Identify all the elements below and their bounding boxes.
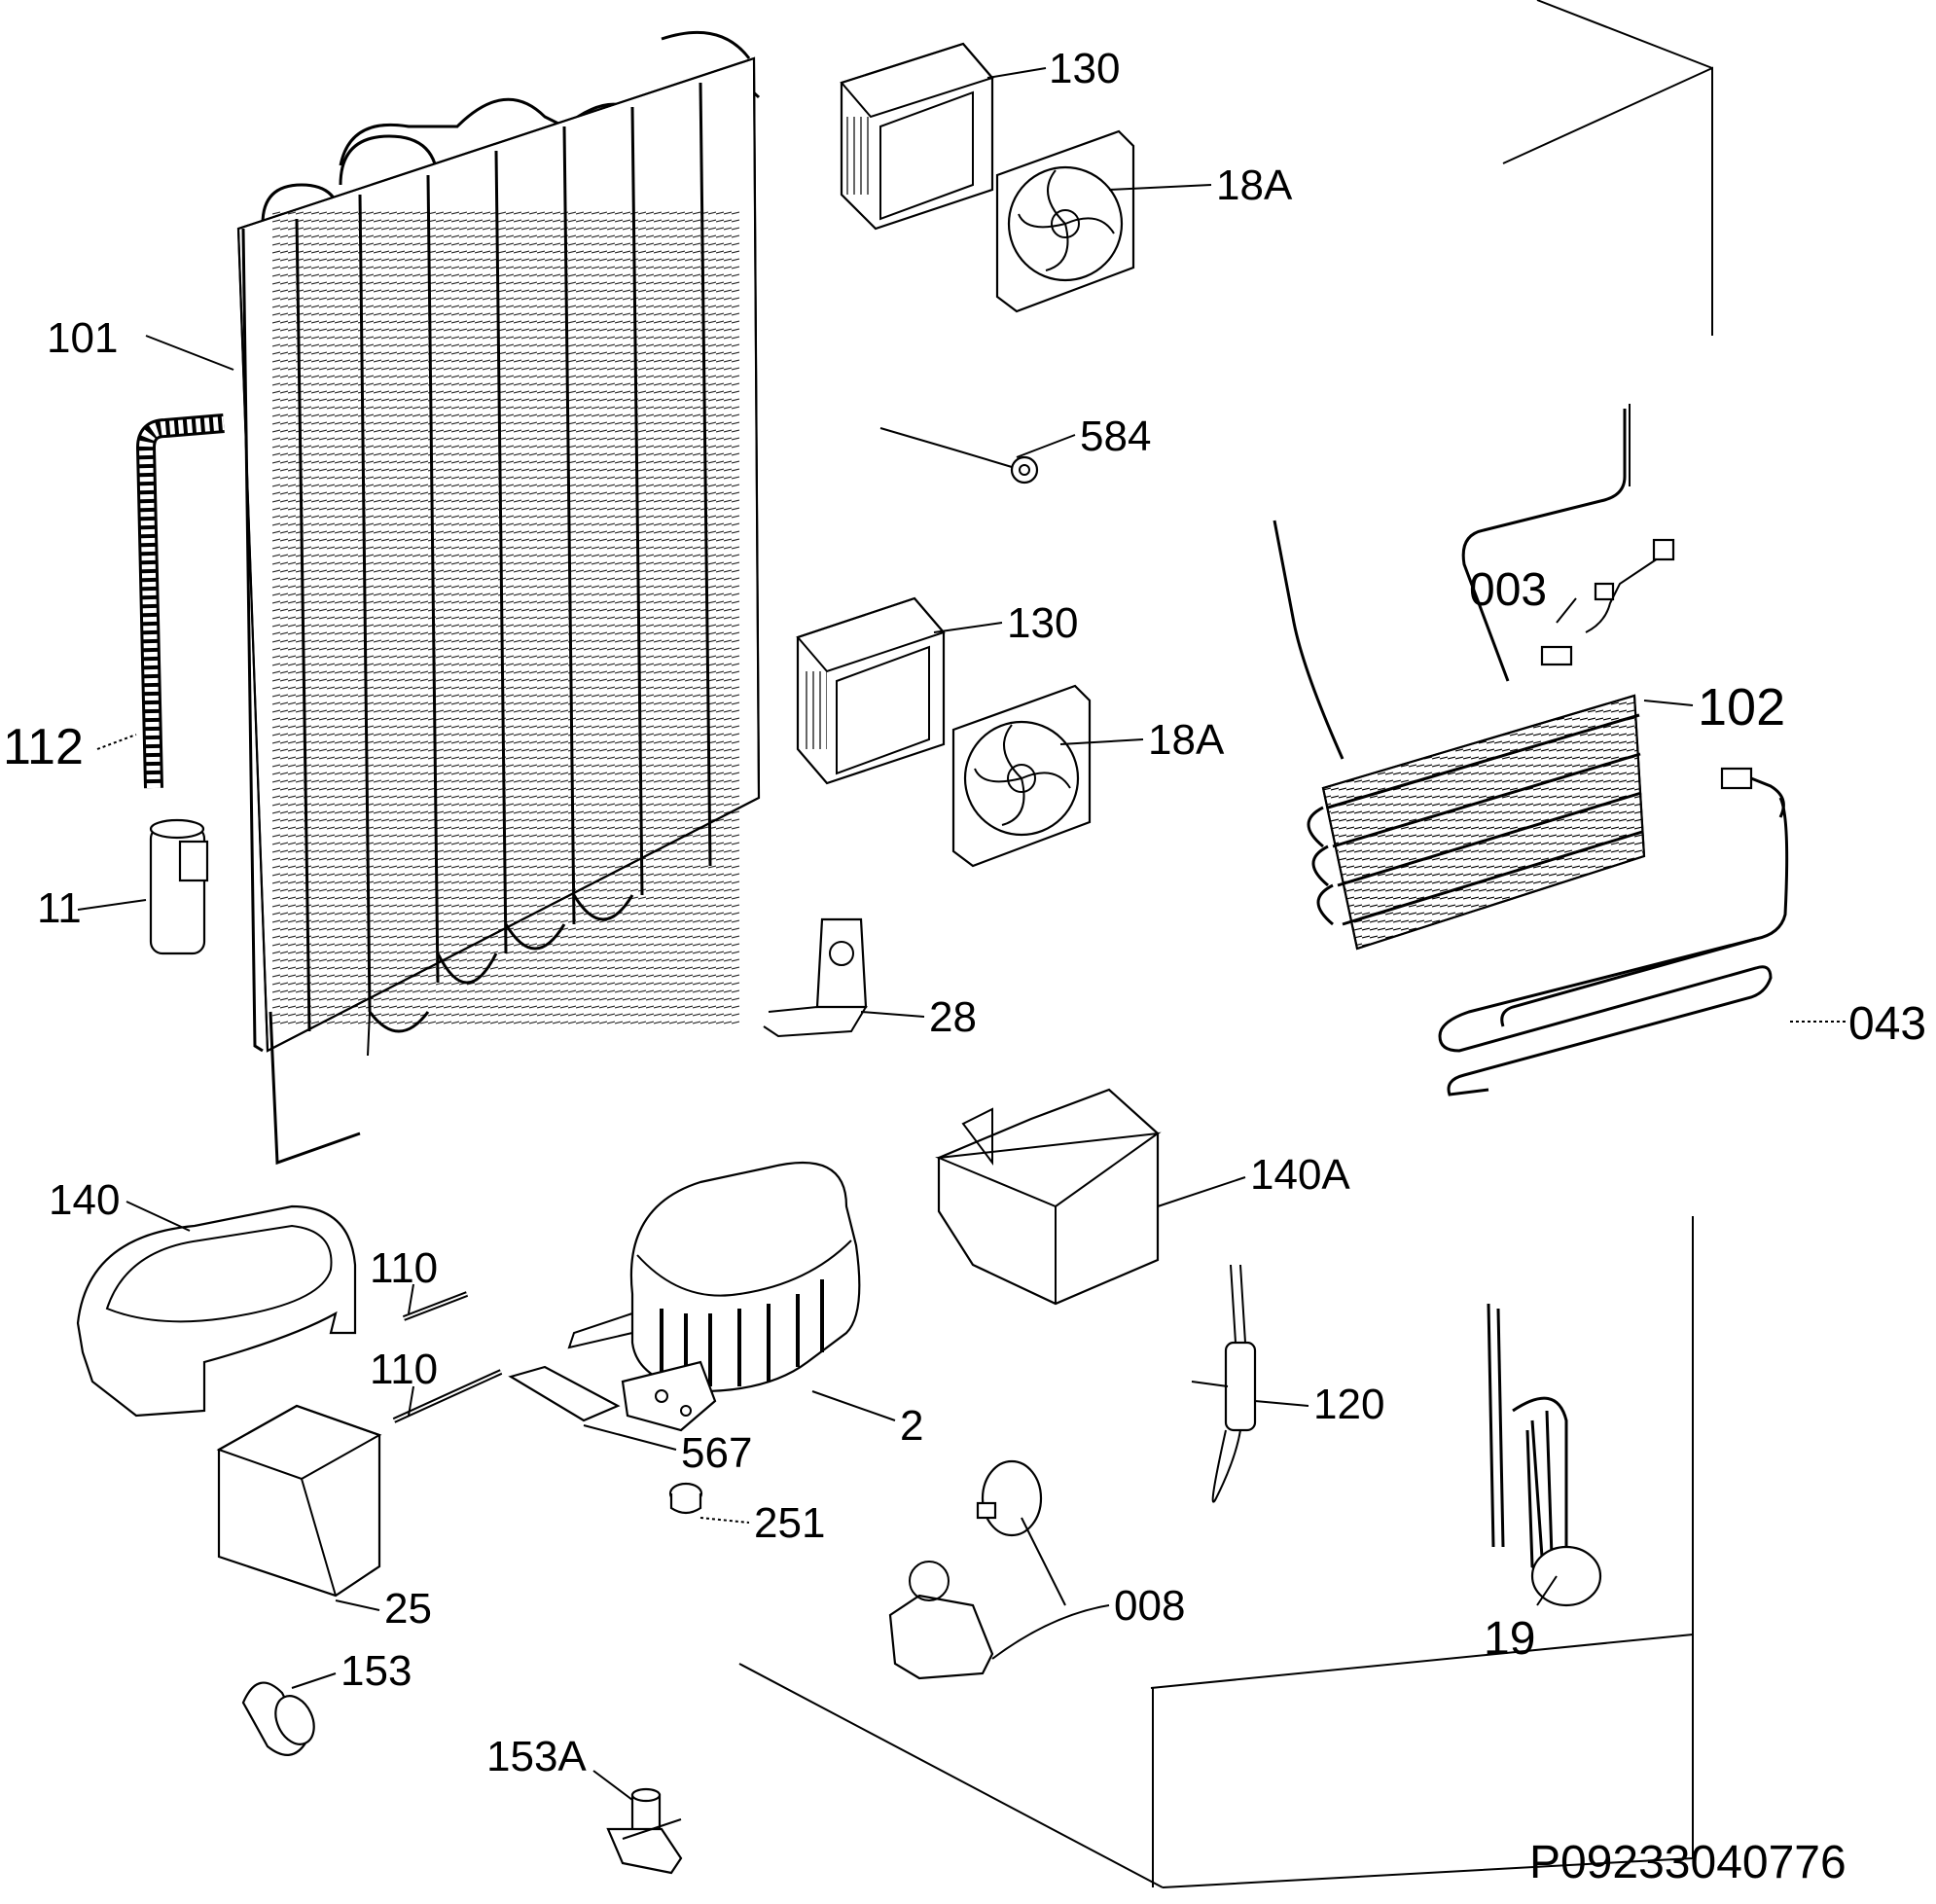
callout-120: 120: [1313, 1381, 1384, 1428]
callout-18a-mid: 18A: [1148, 716, 1225, 764]
callout-130-top: 130: [1049, 45, 1120, 92]
valve-153a: [606, 1787, 683, 1875]
callout-567: 567: [681, 1429, 752, 1477]
grommet-251: [668, 1482, 703, 1515]
fan-frame-130-top: [840, 42, 994, 231]
wire-harness-003: [1540, 538, 1675, 666]
callout-130-mid: 130: [1007, 599, 1078, 647]
fan-frame-130-mid: [796, 596, 946, 785]
callout-101: 101: [47, 314, 118, 362]
callout-112: 112: [3, 719, 84, 775]
callout-584: 584: [1080, 413, 1151, 460]
defrost-heater-043: [1438, 767, 1789, 1096]
filter-drier-11: [149, 818, 209, 955]
callout-110-a: 110: [370, 1244, 438, 1292]
callout-19: 19: [1484, 1613, 1535, 1665]
callout-18a-top: 18A: [1216, 162, 1293, 209]
bracket-28: [763, 917, 868, 1038]
diagram-code: P09233040776: [1529, 1837, 1846, 1888]
relay-008: [888, 1459, 1043, 1680]
cabinet-outline: [738, 0, 1713, 1888]
callout-11: 11: [37, 884, 82, 932]
callout-28: 28: [929, 993, 977, 1041]
callout-003: 003: [1469, 564, 1547, 616]
callout-153a: 153A: [486, 1733, 587, 1780]
callout-140a: 140A: [1250, 1151, 1350, 1199]
cover-140a: [935, 1088, 1162, 1306]
leader-lines: [77, 67, 1848, 1801]
plate-567: [508, 1365, 621, 1422]
callout-25: 25: [384, 1585, 432, 1633]
thermal-fuse-120: [1191, 1264, 1257, 1503]
callout-008: 008: [1114, 1582, 1185, 1630]
fan-18a-top: [995, 129, 1135, 313]
fan-18a-mid: [951, 684, 1092, 868]
callout-102: 102: [1698, 678, 1785, 736]
relay-box-25: [216, 1404, 382, 1598]
callout-140: 140: [49, 1176, 120, 1224]
pin-110-a: [402, 1291, 469, 1321]
callout-labels: 130 18A 101 584 003 130 102 112 18A 11 2…: [3, 45, 1926, 1888]
drain-tube-112: [135, 413, 225, 789]
heater-19: [1487, 1303, 1602, 1607]
compressor-2: [567, 1161, 861, 1432]
sensor-584: [879, 427, 1039, 485]
callout-110-b: 110: [370, 1346, 438, 1393]
evaporator-102: [1273, 409, 1646, 951]
condenser-101: [236, 30, 761, 1166]
callout-043: 043: [1848, 998, 1926, 1050]
callout-153: 153: [341, 1647, 412, 1695]
callout-251: 251: [754, 1499, 825, 1547]
callout-2: 2: [900, 1402, 923, 1450]
drip-tray-140: [76, 1204, 357, 1418]
part-153: [241, 1681, 315, 1756]
pin-110-b: [392, 1369, 503, 1423]
